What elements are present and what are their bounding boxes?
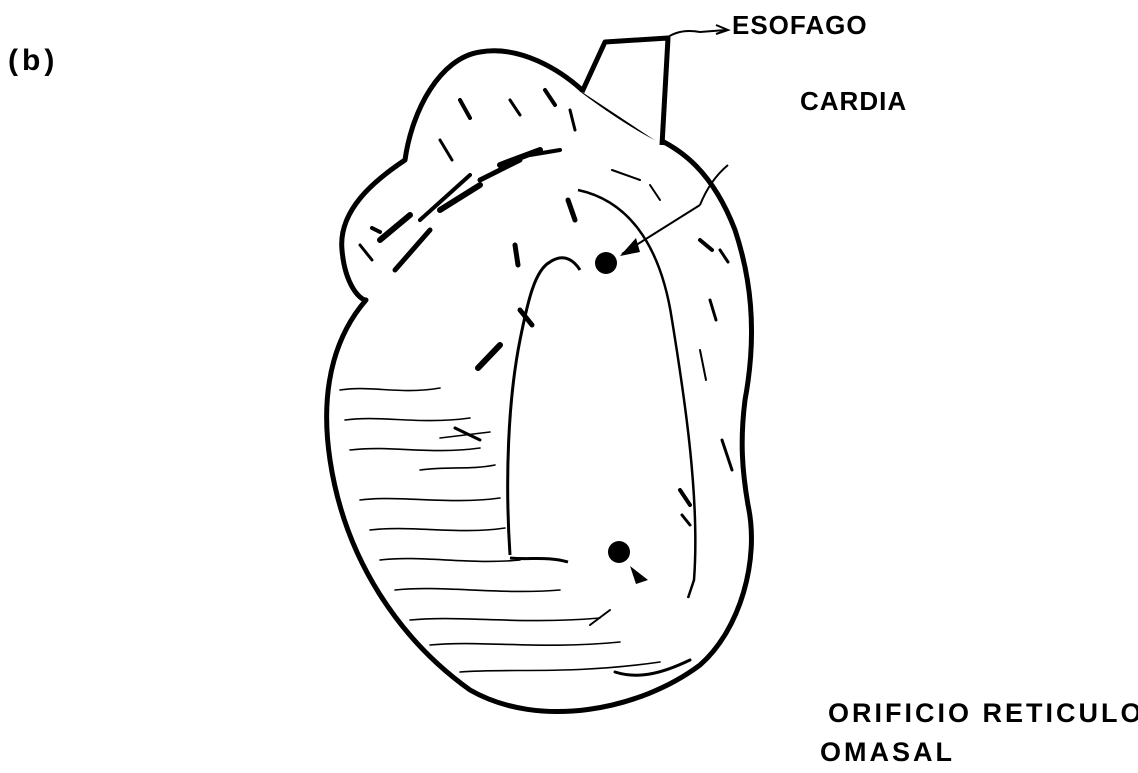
orifice-marker-dot — [608, 541, 630, 563]
orificio-label-line1: ORIFICIO RETICULO — [828, 698, 1138, 729]
cardia-marker-dot — [595, 252, 617, 274]
cardia-label: CARDIA — [800, 86, 907, 117]
esofago-label: ESOFAGO — [732, 10, 868, 41]
orificio-label-line2: OMASAL — [820, 737, 955, 768]
esofago-leader-line — [664, 30, 726, 40]
panel-label: (b) — [8, 44, 58, 78]
